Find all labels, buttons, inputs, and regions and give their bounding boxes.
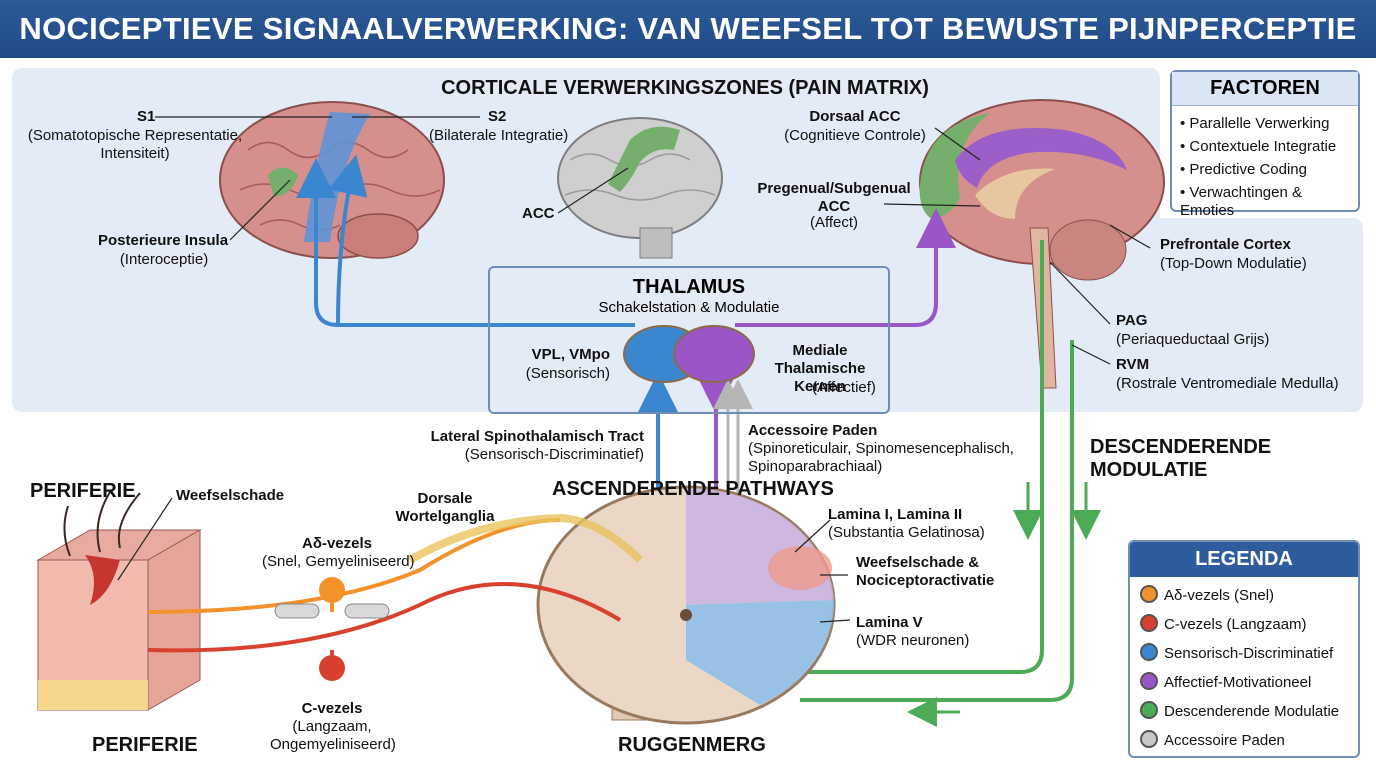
page-title: NOCICEPTIEVE SIGNAALVERWERKING: VAN WEEF… xyxy=(0,0,1376,58)
legend-item: Aδ-vezels (Snel) xyxy=(1140,585,1358,605)
cortex-header: CORTICALE VERWERKINGSZONES (PAIN MATRIX) xyxy=(441,77,929,99)
legend-swatch xyxy=(1140,585,1158,603)
adelta-label: Aδ-vezels xyxy=(302,535,372,552)
medial-thalamus-desc: (Affectief) xyxy=(812,379,876,396)
periphery-top-label: PERIFERIE xyxy=(30,480,136,502)
acc-brain xyxy=(557,117,723,259)
sagittal-brain xyxy=(919,99,1165,389)
lamina5-desc: (WDR neuronen) xyxy=(856,632,970,649)
lateral-tract-label: Lateral Spinothalamisch Tract xyxy=(430,428,644,445)
spinal-cord-cross-section xyxy=(536,485,836,725)
legend-item: Accessoire Paden xyxy=(1140,730,1358,750)
rvm-desc: (Rostrale Ventromediale Medulla) xyxy=(1116,375,1339,392)
factor-item: Verwachtingen & Emoties xyxy=(1180,184,1302,219)
thalamus-subtitle: Schakelstation & Modulatie xyxy=(598,299,780,316)
rvm-label: RVM xyxy=(1116,356,1150,373)
legend-swatch xyxy=(1140,730,1158,748)
pregenual-acc-desc: (Affect) xyxy=(809,214,859,231)
legend-swatch xyxy=(1140,614,1158,632)
factor-item: Predictive Coding xyxy=(1189,161,1307,178)
lamina12-desc: (Substantia Gelatinosa) xyxy=(828,524,985,541)
factors-box: FACTOREN • Parallelle Verwerking • Conte… xyxy=(1170,70,1360,219)
descending-label: DESCENDERENDE MODULATIE xyxy=(1090,436,1272,481)
spinal-cord-label: RUGGENMERG xyxy=(618,734,766,756)
thalamus-header: THALAMUS xyxy=(632,276,746,298)
ascending-label: ASCENDERENDE PATHWAYS xyxy=(552,478,834,500)
legend-swatch xyxy=(1140,701,1158,719)
accessory-desc: (Spinoreticulair, Spinomesencephalisch, … xyxy=(748,440,1014,475)
legend-item: C-vezels (Langzaam) xyxy=(1140,614,1358,634)
skin-tissue-block xyxy=(36,491,202,711)
adelta-desc: (Snel, Gemyeliniseerd) xyxy=(262,553,415,570)
legend-swatch xyxy=(1140,672,1158,690)
medial-thalamus-label: Mediale Thalamische Kernen xyxy=(774,342,866,395)
s2-desc: (Bilaterale Integratie) xyxy=(429,127,569,144)
factor-item: Contextuele Integratie xyxy=(1189,138,1337,155)
pregenual-acc-label: Pregenual/Subgenual ACC xyxy=(757,180,911,215)
prefrontal-desc: (Top-Down Modulatie) xyxy=(1160,255,1307,272)
dorsal-acc-desc: (Cognitieve Controle) xyxy=(784,127,926,144)
legend-header: LEGENDA xyxy=(1130,542,1358,577)
s1-label: S1 xyxy=(137,108,156,125)
legend-box: LEGENDA Aδ-vezels (Snel) C-vezels (Langz… xyxy=(1128,540,1360,758)
legend-item: Affectief-Motivationeel xyxy=(1140,672,1358,692)
s1-desc: (Somatotopische Representatie, Intensite… xyxy=(27,127,243,162)
prefrontal-label: Prefrontale Cortex xyxy=(1160,236,1291,253)
thalamus-box: THALAMUS Schakelstation & Modulatie xyxy=(488,266,890,414)
legend-swatch xyxy=(1140,643,1158,661)
accessory-label: Accessoire Paden xyxy=(748,422,878,439)
legend-item: Descenderende Modulatie xyxy=(1140,701,1358,721)
thalamus-nuclei xyxy=(623,325,755,383)
vpl-label: VPL, VMpo xyxy=(531,346,610,363)
acc-label: ACC xyxy=(522,205,555,222)
lateral-tract-desc: (Sensorisch-Discriminatief) xyxy=(464,446,644,463)
insula-desc: (Interoceptie) xyxy=(119,251,209,268)
cfiber-desc: (Langzaam, Ongemyeliniseerd) xyxy=(270,718,396,753)
periphery-bottom-label: PERIFERIE xyxy=(92,734,198,756)
cfiber-label: C-vezels xyxy=(301,700,363,717)
factors-header: FACTOREN xyxy=(1172,72,1358,106)
legend-item: Sensorisch-Discriminatief xyxy=(1140,643,1358,663)
insula-label: Posterieure Insula xyxy=(98,232,229,249)
pag-desc: (Periaqueductaal Grijs) xyxy=(1116,331,1270,348)
lamina12-label: Lamina I, Lamina II xyxy=(828,506,963,523)
activation-label: Weefselschade & Nociceptoractivatie xyxy=(856,554,995,589)
factor-item: Parallelle Verwerking xyxy=(1189,115,1330,132)
vpl-desc: (Sensorisch) xyxy=(525,365,610,382)
tissue-damage-label: Weefselschade xyxy=(176,487,285,504)
dorsal-acc-label: Dorsaal ACC xyxy=(809,108,901,125)
lamina5-label: Lamina V xyxy=(856,614,923,631)
lateral-brain xyxy=(219,101,445,259)
s2-label: S2 xyxy=(488,108,507,125)
drg-label: Dorsale Wortelganglia xyxy=(395,490,495,525)
pag-label: PAG xyxy=(1116,312,1148,329)
